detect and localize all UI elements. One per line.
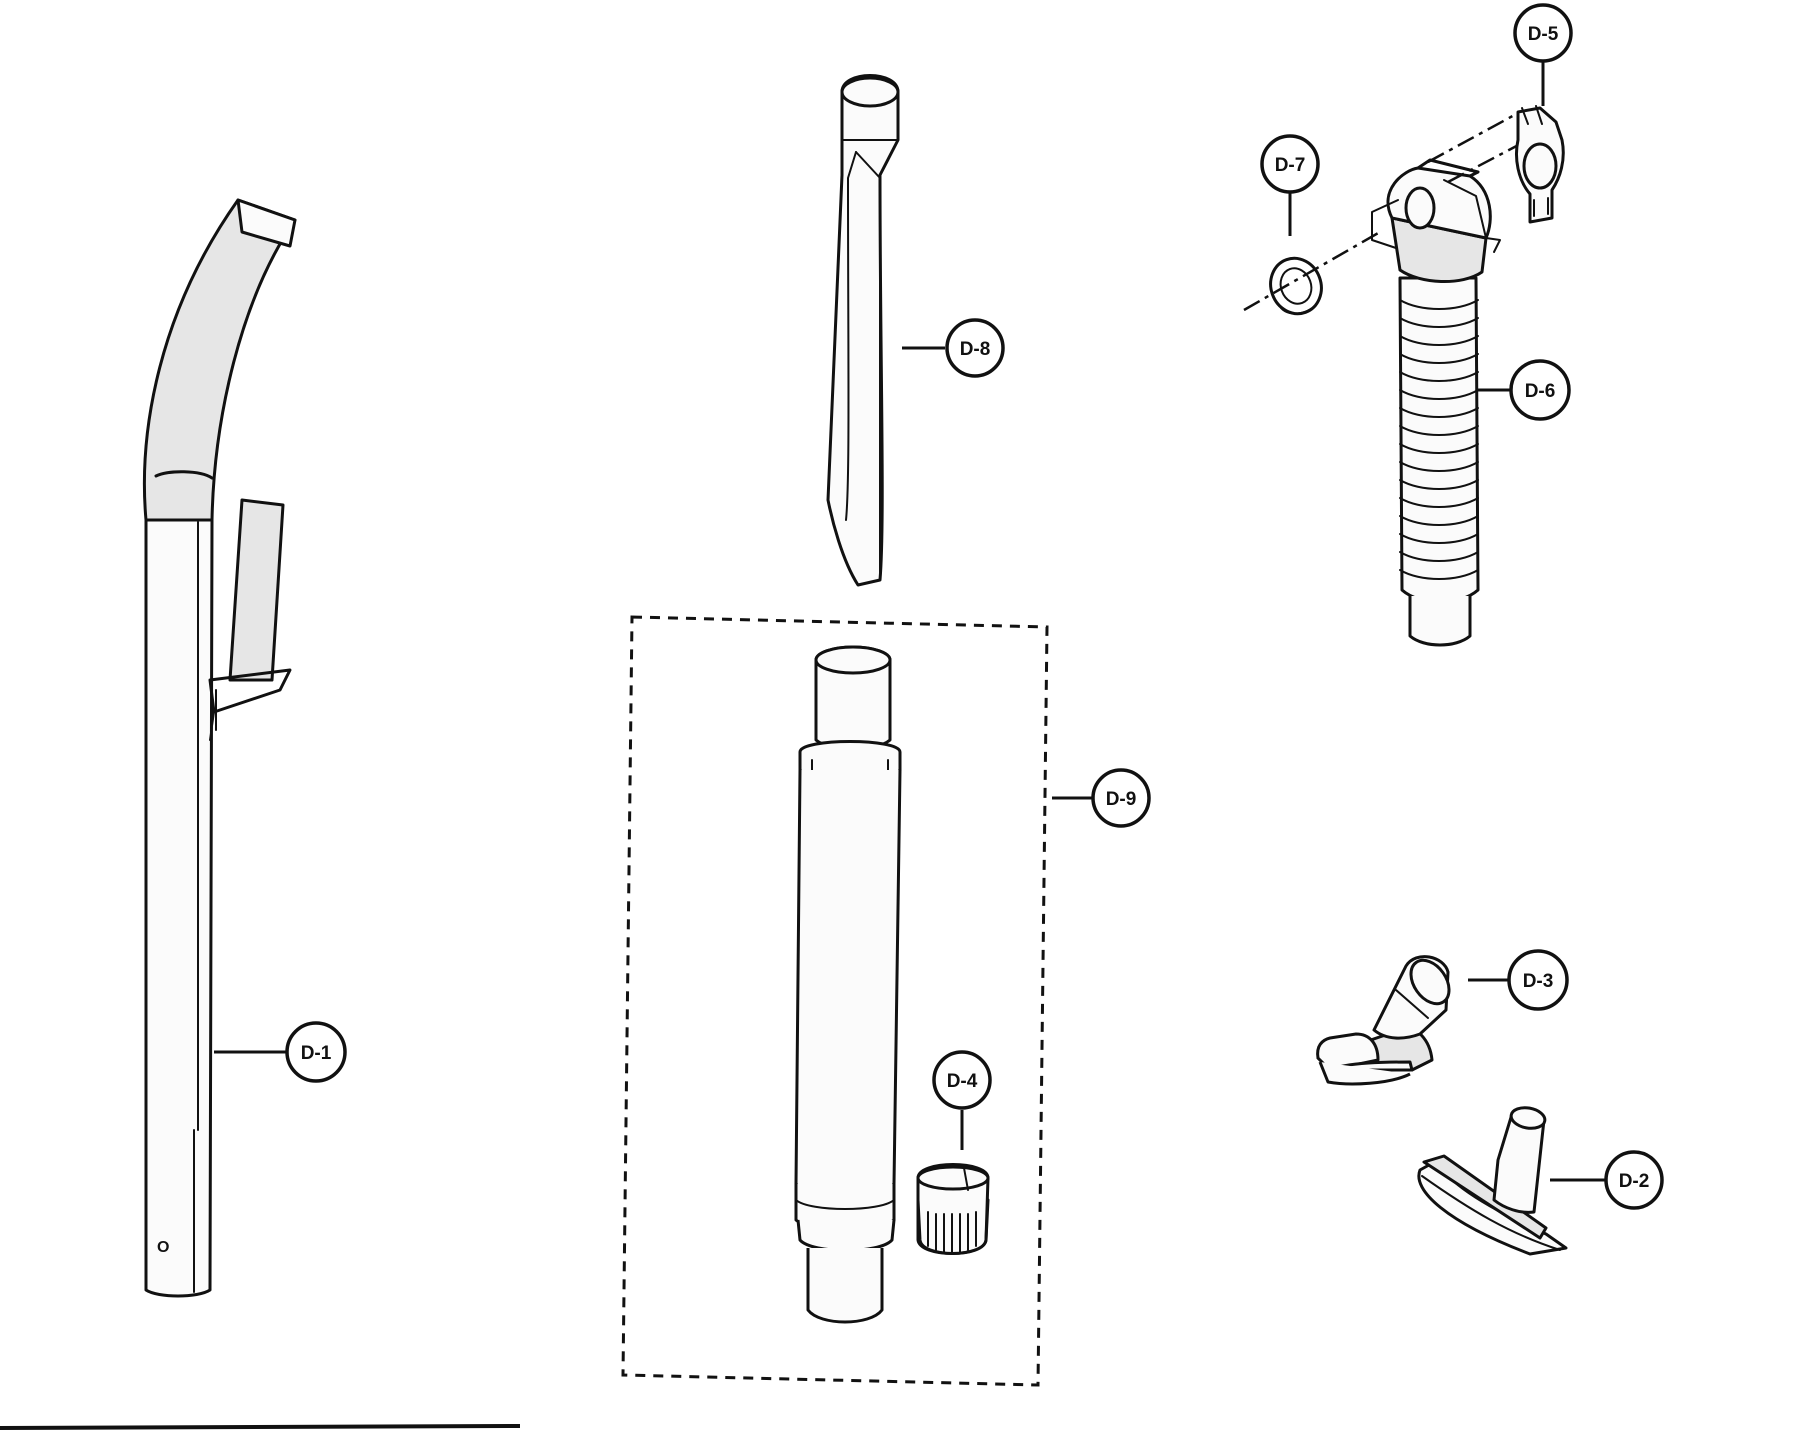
callout-d4: D-4 [932, 1050, 992, 1110]
svg-text:D-2: D-2 [1619, 1171, 1650, 1192]
callout-d8: D-8 [945, 318, 1005, 378]
crevice-nozzle-part [1316, 955, 1451, 1086]
svg-text:D-5: D-5 [1528, 24, 1559, 45]
svg-text:D-7: D-7 [1275, 155, 1306, 176]
svg-text:D-8: D-8 [960, 339, 991, 360]
handle-wand-part: O [143, 198, 297, 1298]
callout-d7: D-7 [1260, 134, 1320, 194]
clip-ring-part [916, 1163, 990, 1255]
callout-d9: D-9 [1091, 768, 1151, 828]
handle-marking: O [157, 1239, 169, 1256]
svg-text:D-3: D-3 [1523, 971, 1554, 992]
svg-text:D-4: D-4 [947, 1071, 978, 1092]
callout-d3: D-3 [1507, 949, 1569, 1011]
hose-elbow-part [1371, 158, 1501, 647]
assembly-axis-line-lower [1447, 138, 1529, 184]
hose-ribs [1399, 299, 1479, 580]
hose-clip-part [1515, 105, 1565, 224]
svg-text:D-6: D-6 [1525, 381, 1556, 402]
bottom-rule-line [0, 1424, 521, 1430]
d9-assembly-box [621, 615, 1049, 1387]
callout-d2: D-2 [1604, 1150, 1664, 1210]
callout-d5: D-5 [1513, 3, 1573, 63]
svg-text:D-1: D-1 [301, 1043, 332, 1064]
callout-d1: D-1 [285, 1021, 347, 1083]
extension-wand-part [794, 645, 902, 1324]
svg-text:D-9: D-9 [1106, 789, 1137, 810]
crevice-tool-part [826, 74, 900, 587]
assembly-axis-line-upper [1427, 110, 1521, 164]
callout-d6: D-6 [1509, 359, 1571, 421]
upholstery-tool-part [1417, 1106, 1568, 1256]
seal-ring-part [1269, 256, 1323, 316]
assembly-axis-line [1243, 230, 1381, 312]
